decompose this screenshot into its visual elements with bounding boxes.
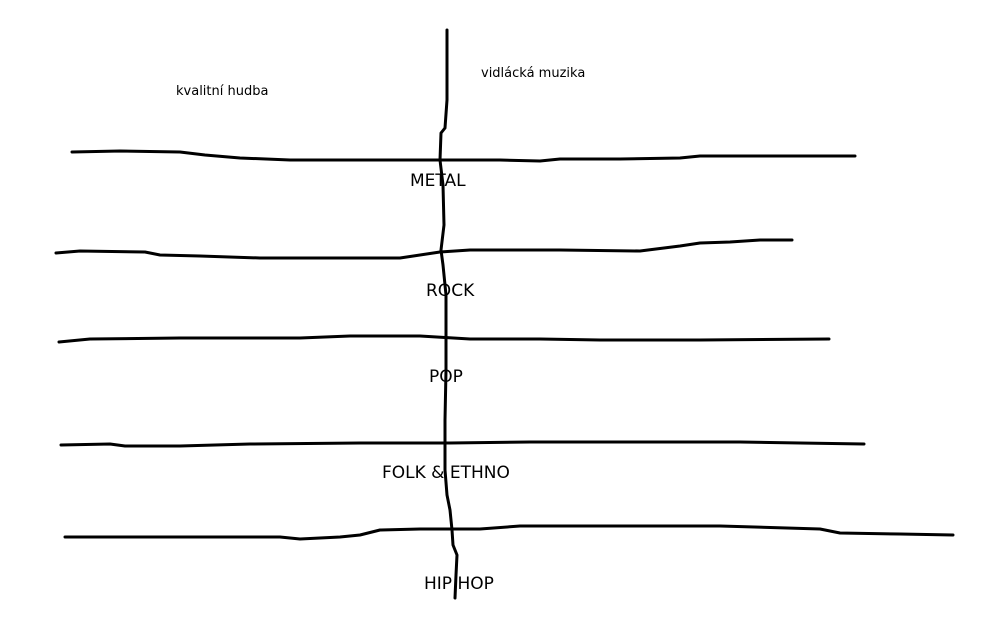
genre-label-pop: POP [429, 367, 463, 387]
genre-label-folk-ethno: FOLK & ETHNO [382, 463, 510, 483]
genre-label-metal: METAL [410, 171, 466, 191]
right-side-label: vidlácká muzika [481, 66, 586, 81]
genre-label-rock: ROCK [426, 281, 475, 301]
divider-line-5 [63, 524, 955, 541]
vertical-divider [438, 28, 459, 600]
genre-label-hip-hop: HIP HOP [424, 574, 494, 594]
divider-line-1 [70, 149, 857, 163]
divider-line-3 [57, 334, 831, 344]
left-side-label: kvalitní hudba [176, 84, 269, 99]
divider-line-2 [54, 238, 794, 260]
divider-line-4 [59, 440, 866, 448]
